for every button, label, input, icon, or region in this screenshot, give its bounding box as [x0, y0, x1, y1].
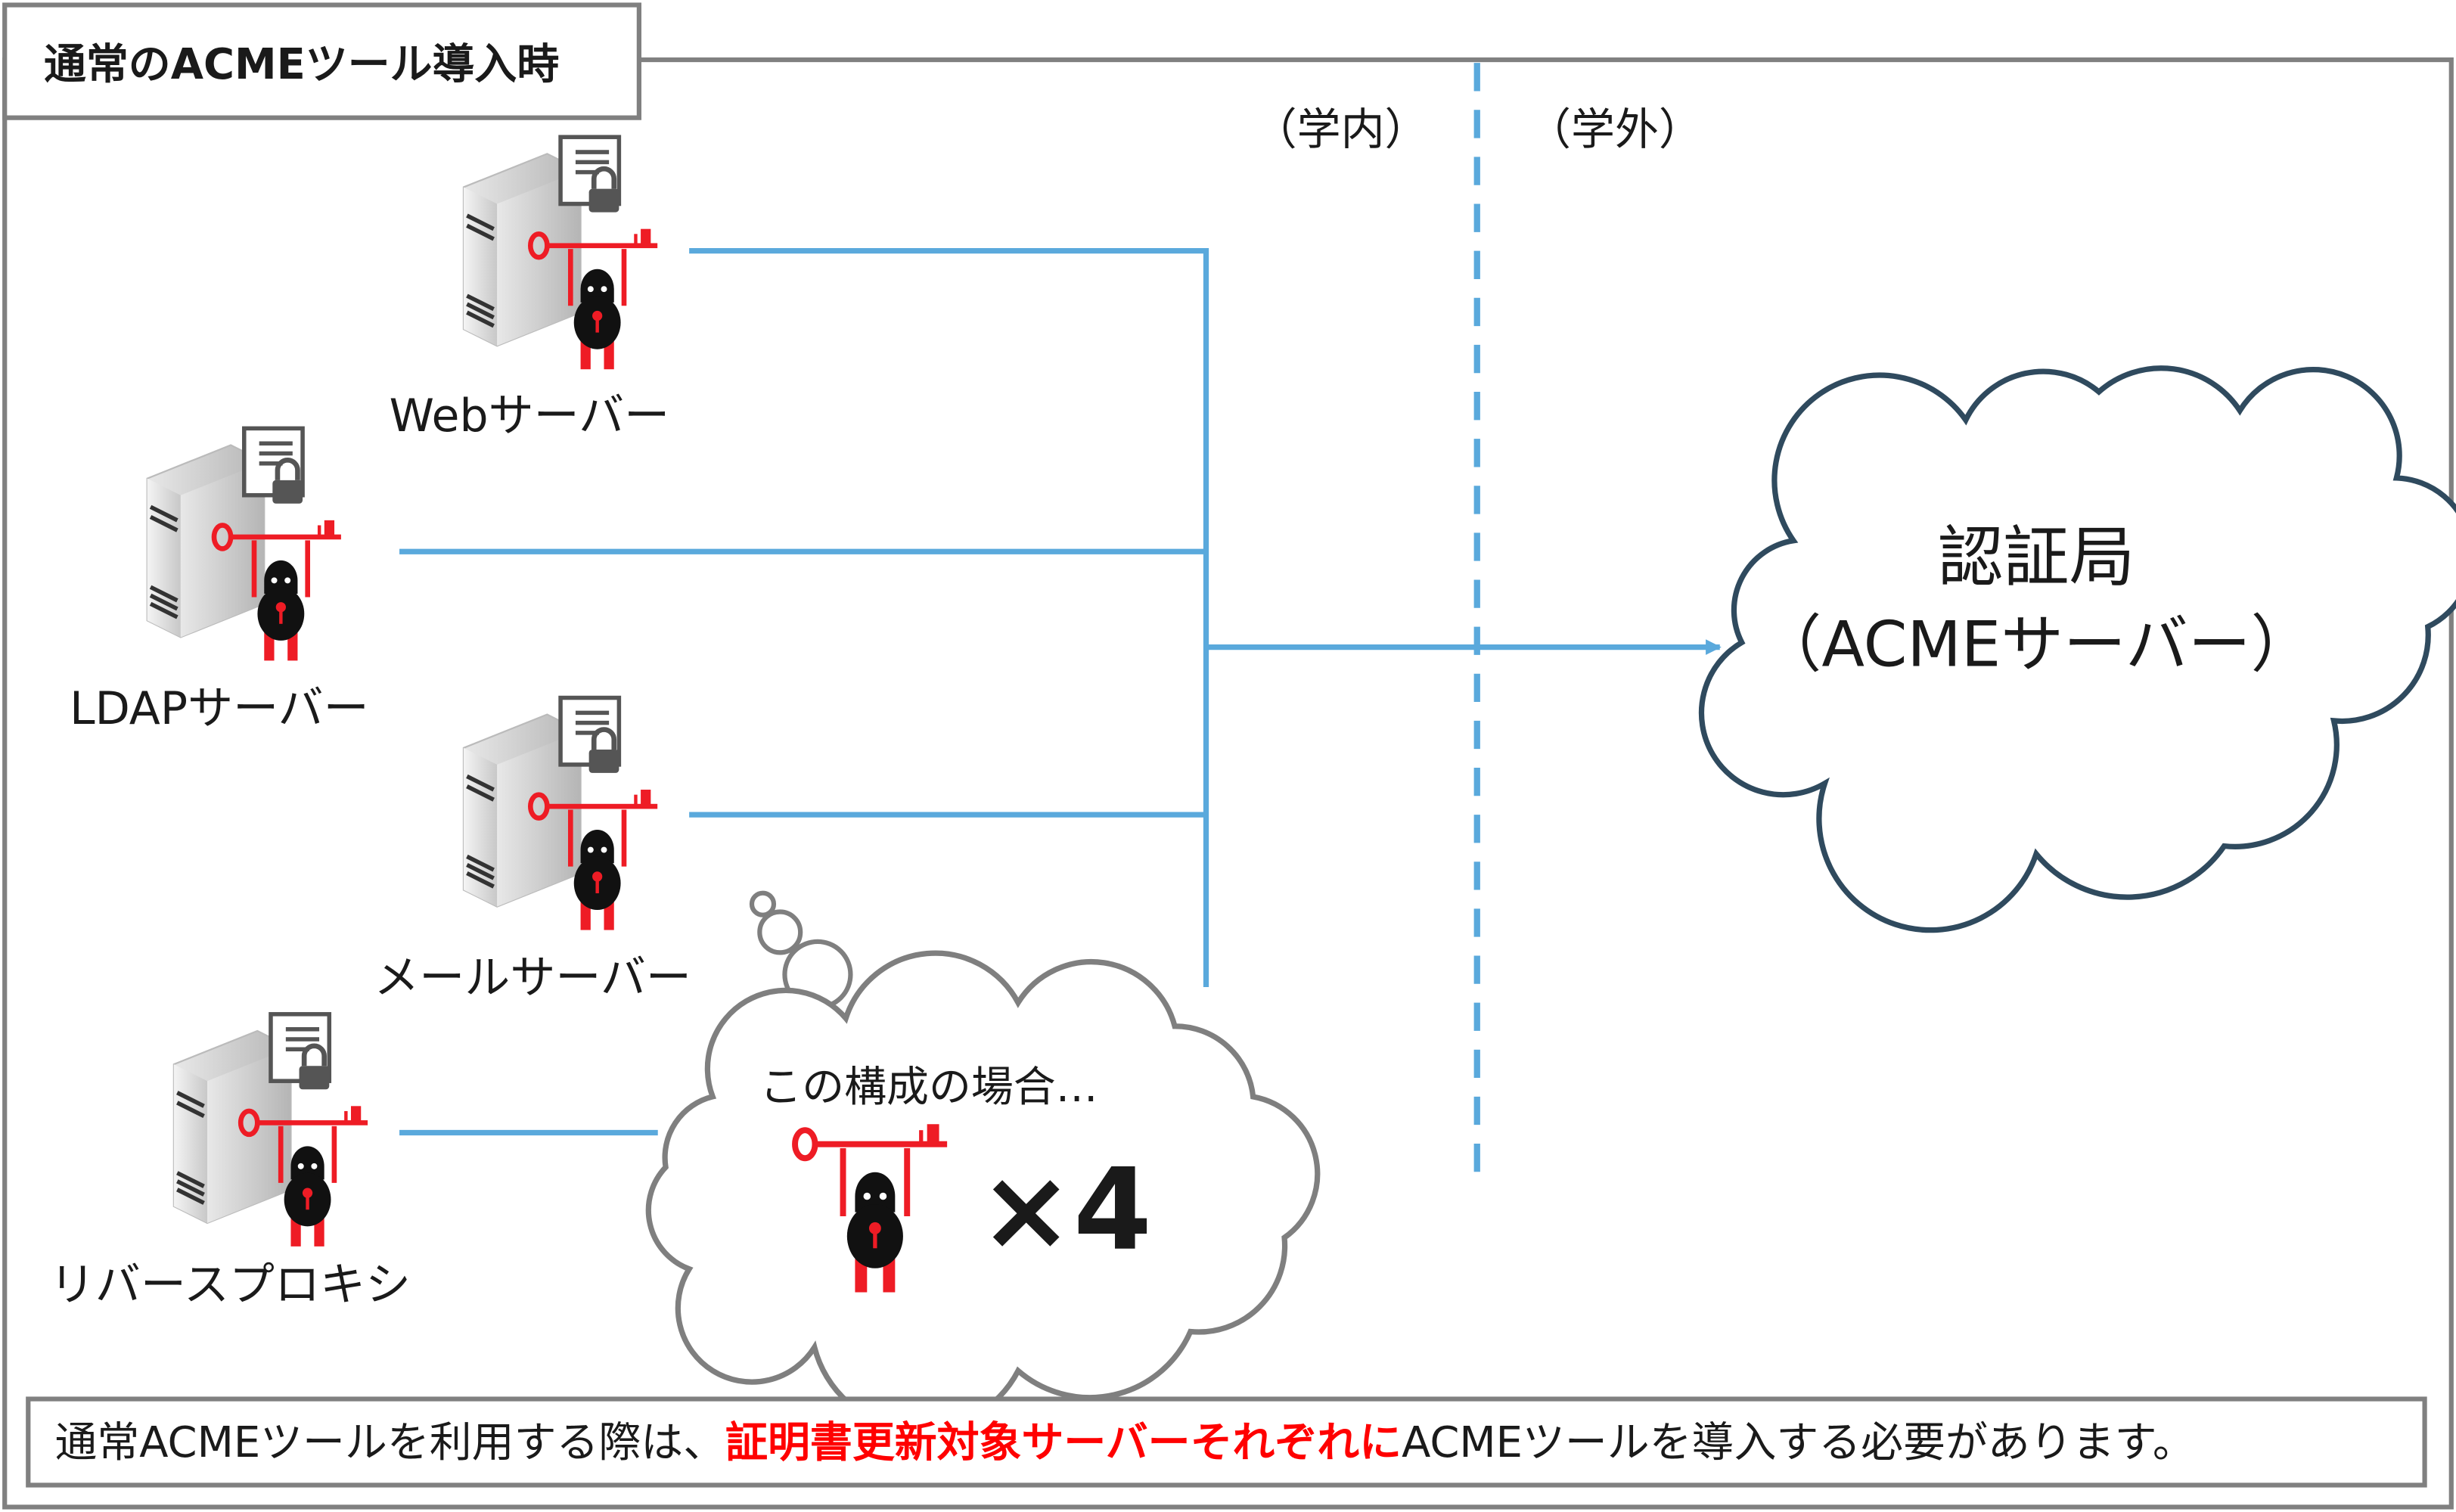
mascot-count: ×4 [979, 1145, 1152, 1276]
diagram-title: 通常のACMEツール導入時 [44, 40, 559, 89]
title-box [2, 2, 641, 120]
note-text: 通常ACMEツールを利用する際は、証明書更新対象サーバーそれぞれにACMEツール… [54, 1418, 2194, 1467]
note-box [26, 1396, 2427, 1488]
link-web [689, 248, 1209, 987]
thought-text: この構成の場合… [759, 1063, 1098, 1112]
thought-bubble-medium [757, 909, 803, 955]
certificate-authority-cloud: 認証局 （ACMEサーバー） [1698, 365, 2456, 933]
server-label: メールサーバー [374, 952, 691, 1004]
note-after: ACMEツールを導入する必要があります。 [1402, 1418, 2195, 1467]
note-before: 通常ACMEツールを利用する際は、 [54, 1418, 725, 1467]
server-label: LDAPサーバー [70, 682, 369, 735]
server-reverse-proxy: リバースプロキシ [50, 1014, 411, 1312]
thought-cloud: この構成の場合… ×4 [645, 890, 1321, 1433]
note-highlight: 証明書更新対象サーバーそれぞれに [725, 1418, 1402, 1467]
server-ldap: LDAPサーバー [70, 428, 369, 735]
zone-outside-label: （学外） [1527, 104, 1703, 155]
server-label: リバースプロキシ [50, 1259, 411, 1312]
server-mail: メールサーバー [374, 698, 691, 1004]
server-label: Webサーバー [390, 390, 669, 442]
cloud-shape [1698, 365, 2456, 933]
ca-title: 認証局 [1938, 519, 2135, 596]
thought-bubble-small [749, 890, 777, 917]
zone-inside-label: （学内） [1253, 104, 1429, 155]
ca-subtitle: （ACMEサーバー） [1759, 607, 2314, 681]
server-web: Webサーバー [390, 137, 669, 442]
network-links [399, 248, 1722, 1136]
cloud-shape [645, 950, 1321, 1433]
